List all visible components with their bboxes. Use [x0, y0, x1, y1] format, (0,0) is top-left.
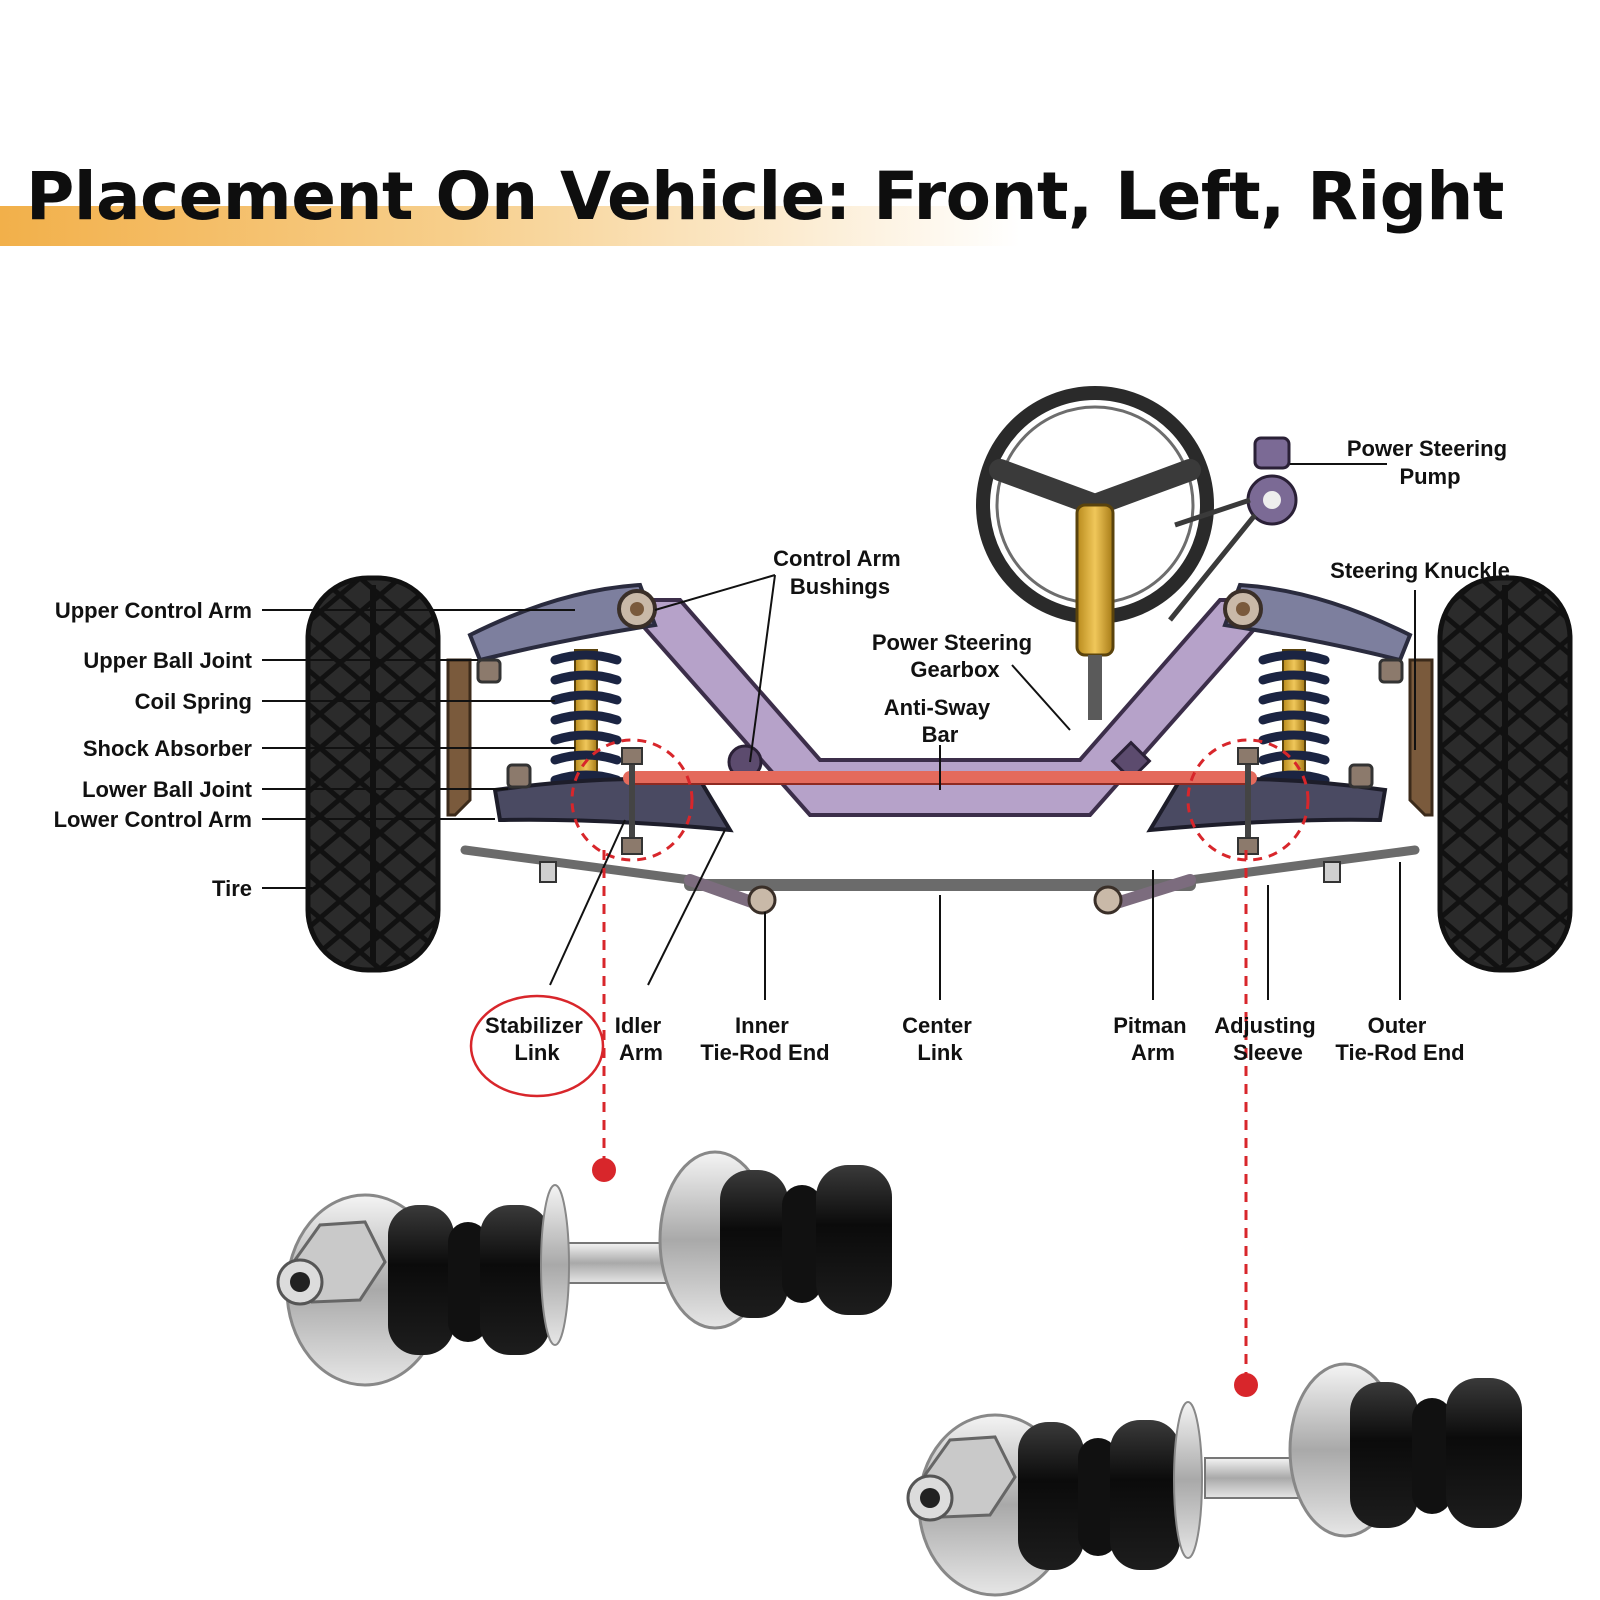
label-steering-knuckle: Steering Knuckle [1330, 558, 1510, 583]
label-lower-control-arm: Lower Control Arm [54, 807, 252, 832]
stabilizer-link-product-2 [906, 1362, 1522, 1597]
right-tire [1437, 575, 1573, 973]
page-title: Placement On Vehicle: Front, Left, Right [26, 158, 1504, 235]
crossmember-frame [615, 598, 1285, 817]
label-anti-sway-bar: Anti-Sway Bar [884, 695, 996, 747]
label-power-steering-gearbox: Power Steering Gearbox [872, 630, 1038, 682]
right-lower-ball-joint [1348, 763, 1374, 789]
label-idler-arm: Idler Arm [615, 1013, 668, 1065]
left-stabilizer-link [621, 747, 643, 855]
left-stabilizer-highlight-circle [570, 738, 694, 862]
stabilizer-link-label-circle [469, 994, 605, 1098]
label-inner-tie-rod-end: Inner Tie-Rod End [700, 1013, 829, 1065]
right-stabilizer-highlight-circle [1186, 738, 1310, 862]
label-upper-ball-joint: Upper Ball Joint [83, 648, 252, 673]
tie-rods [460, 845, 1420, 885]
right-stabilizer-link [1237, 747, 1259, 855]
label-pitman-arm: Pitman Arm [1113, 1013, 1192, 1065]
control-arm-bushing-right [1223, 589, 1263, 629]
right-upper-control-arm [1222, 582, 1413, 663]
left-red-dot [592, 1158, 616, 1182]
left-coil-spring [550, 649, 622, 791]
stabilizer-link-product-1 [276, 1150, 892, 1387]
right-upper-ball-joint [1378, 658, 1404, 684]
label-control-arm-bushings: Control Arm Bushings [773, 546, 907, 599]
control-arm-bushing-left [617, 589, 657, 629]
label-adjusting-sleeve: Adjusting Sleeve [1214, 1013, 1322, 1065]
title-highlight-band [0, 206, 1020, 246]
label-center-link: Center Link [902, 1013, 978, 1065]
steering-column [1075, 503, 1115, 657]
left-lower-control-arm [492, 776, 734, 833]
label-power-steering-pump: Power Steering Pump [1347, 436, 1513, 489]
left-steering-knuckle [446, 658, 472, 817]
leader-lines [262, 463, 1416, 1000]
left-tire [305, 575, 441, 973]
label-outer-tie-rod-end: Outer Tie-Rod End [1335, 1013, 1464, 1065]
right-coil-spring [1258, 649, 1330, 791]
pitman-joint [1093, 885, 1123, 915]
power-steering-pump [1168, 436, 1298, 622]
pitman-arm-shape [1104, 874, 1196, 911]
label-lower-ball-joint: Lower Ball Joint [82, 777, 253, 802]
label-shock-absorber: Shock Absorber [83, 736, 253, 761]
right-red-dot [1234, 1373, 1258, 1397]
left-upper-ball-joint [476, 658, 502, 684]
inner-tie-rod-joint [747, 885, 777, 915]
label-tire: Tire [212, 876, 252, 901]
label-stabilizer-link: Stabilizer Link [485, 1013, 589, 1065]
left-lower-ball-joint [506, 763, 532, 789]
red-connectors [602, 850, 1248, 1380]
label-coil-spring: Coil Spring [135, 689, 252, 714]
label-upper-control-arm: Upper Control Arm [55, 598, 252, 623]
right-lower-control-arm [1146, 776, 1388, 833]
right-steering-knuckle [1408, 658, 1434, 817]
